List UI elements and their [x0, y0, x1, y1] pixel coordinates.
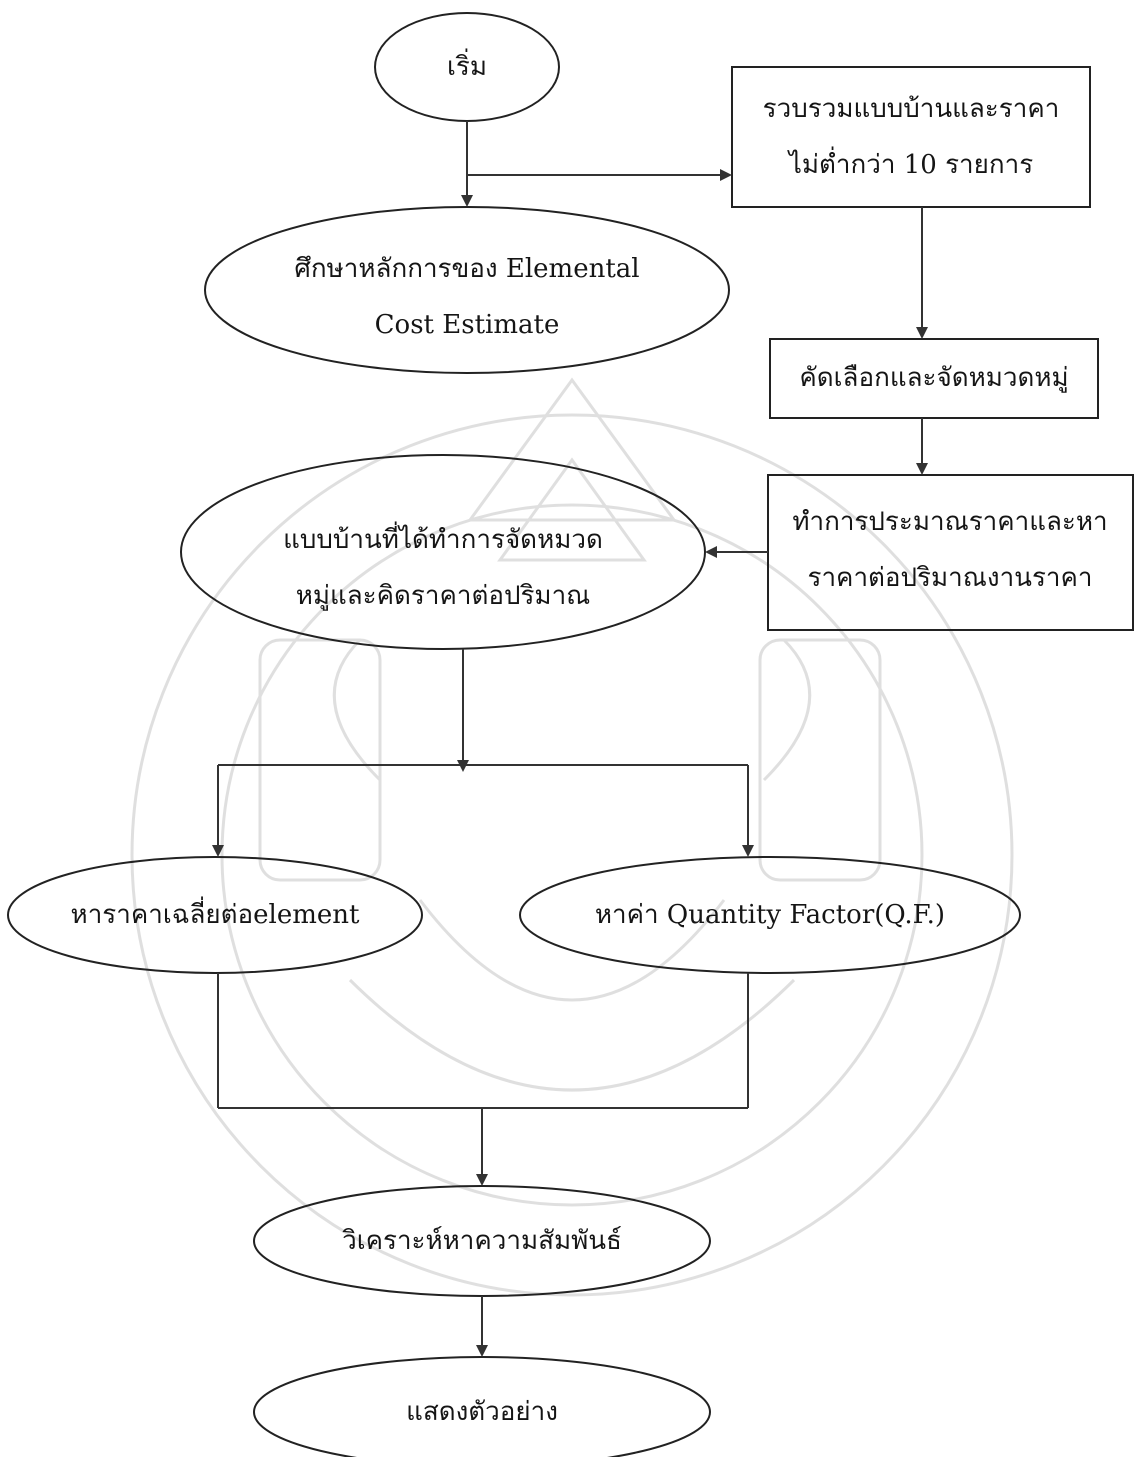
classified-line-1: แบบบ้านที่ได้ทำการจัดหมวด [283, 525, 603, 555]
collect-box [731, 66, 1091, 208]
study-line-2: Cost Estimate [374, 310, 560, 340]
collect-label: รวบรวมแบบบ้านและราคา ไม่ต่ำกว่า 10 รายกา… [763, 81, 1060, 193]
classified-line-2: หมู่และคิดราคาต่อปริมาณ [295, 581, 591, 611]
estimate-line-1: ทำการประมาณราคาและหา [792, 507, 1108, 537]
qf-label: หาค่า Quantity Factor(Q.F.) [594, 900, 946, 930]
analyze-label: วิเคราะห์หาความสัมพันธ์ [342, 1226, 622, 1256]
classified-label: แบบบ้านที่ได้ทำการจัดหมวด หมู่และคิดราคา… [283, 512, 603, 624]
study-node [204, 206, 730, 374]
collect-line-2: ไม่ต่ำกว่า 10 รายการ [788, 150, 1034, 180]
study-line-1: ศึกษาหลักการของ Elemental [294, 254, 640, 284]
avg-price-label: หาราคาเฉลี่ยต่อelement [70, 900, 360, 930]
avg-price-node [7, 856, 423, 974]
qf-node [519, 856, 1021, 974]
example-label: แสดงตัวอย่าง [406, 1397, 558, 1427]
collect-line-1: รวบรวมแบบบ้านและราคา [762, 94, 1060, 124]
select-box [769, 338, 1099, 419]
watermark-seal [130, 377, 1014, 1297]
example-node [253, 1356, 711, 1457]
study-label: ศึกษาหลักการของ Elemental Cost Estimate [294, 241, 639, 353]
select-label: คัดเลือกและจัดหมวดหมู่ [799, 363, 1069, 393]
start-label: เริ่ม [447, 52, 487, 82]
estimate-line-2: ราคาต่อปริมาณงานราคา [807, 563, 1093, 593]
estimate-label: ทำการประมาณราคาและหา ราคาต่อปริมาณงานราค… [792, 494, 1107, 606]
